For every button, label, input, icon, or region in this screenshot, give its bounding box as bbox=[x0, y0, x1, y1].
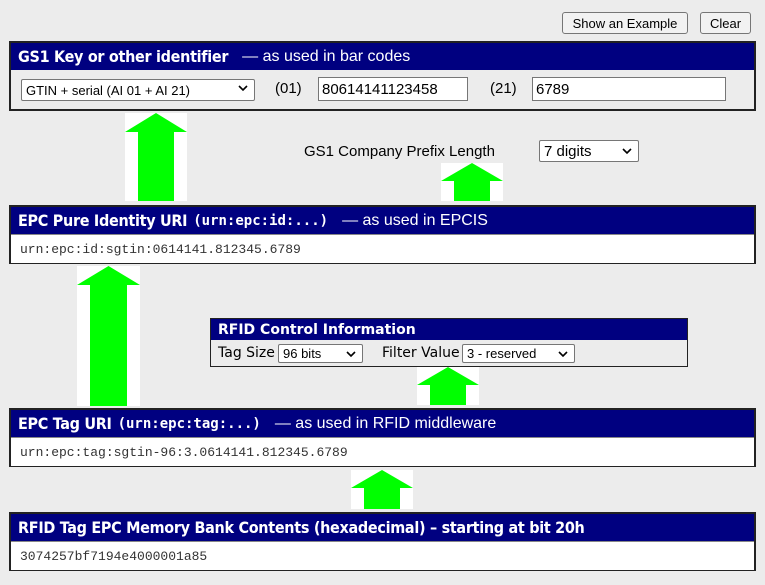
pure-identity-title-mono: (urn:epc:id:...) bbox=[193, 212, 329, 229]
tag-size-selected: 96 bits bbox=[283, 346, 322, 361]
memory-bank-title: RFID Tag EPC Memory Bank Contents (hexad… bbox=[18, 518, 585, 537]
company-prefix-selected: 7 digits bbox=[544, 142, 592, 160]
tag-uri-title: EPC Tag URI bbox=[18, 414, 112, 433]
clear-button[interactable]: Clear bbox=[700, 12, 751, 34]
filter-value-select[interactable]: 3 - reserved bbox=[462, 344, 575, 363]
show-example-button[interactable]: Show an Example bbox=[562, 12, 688, 34]
up-arrow-icon bbox=[77, 266, 140, 406]
chevron-down-icon bbox=[346, 351, 356, 358]
tag-uri-panel: EPC Tag URI (urn:epc:tag:...) — as used … bbox=[9, 408, 756, 467]
key-type-selected: GTIN + serial (AI 01 + AI 21) bbox=[26, 82, 191, 98]
gs1-key-subtitle: — as used in bar codes bbox=[242, 47, 411, 65]
tag-size-label: Tag Size bbox=[218, 345, 275, 361]
tag-uri-subtitle: — as used in RFID middleware bbox=[274, 414, 497, 432]
filter-value-selected: 3 - reserved bbox=[467, 346, 537, 361]
rfid-control-header: RFID Control Information bbox=[211, 319, 687, 340]
serial-input[interactable]: 6789 bbox=[532, 77, 726, 101]
rfid-control-title: RFID Control Information bbox=[218, 321, 416, 338]
up-arrow-icon bbox=[417, 367, 479, 405]
key-type-select[interactable]: GTIN + serial (AI 01 + AI 21) bbox=[21, 79, 255, 101]
company-prefix-select[interactable]: 7 digits bbox=[539, 140, 639, 162]
pure-identity-header: EPC Pure Identity URI (urn:epc:id:...) —… bbox=[11, 207, 754, 234]
company-prefix-label: GS1 Company Prefix Length bbox=[304, 143, 495, 160]
tag-size-select[interactable]: 96 bits bbox=[278, 344, 363, 363]
gs1-key-header: GS1 Key or other identifier — as used in… bbox=[11, 43, 754, 70]
ai-21-label: (21) bbox=[490, 80, 517, 97]
memory-bank-value[interactable]: 3074257bf7194e4000001a85 bbox=[11, 541, 754, 570]
chevron-down-icon bbox=[238, 85, 248, 92]
filter-value-label: Filter Value bbox=[382, 345, 460, 361]
pure-identity-title: EPC Pure Identity URI bbox=[18, 211, 188, 230]
up-arrow-icon bbox=[441, 163, 503, 201]
tag-uri-value[interactable]: urn:epc:tag:sgtin-96:3.0614141.812345.67… bbox=[11, 437, 754, 466]
gs1-key-title: GS1 Key or other identifier bbox=[18, 47, 229, 66]
chevron-down-icon bbox=[558, 351, 568, 358]
memory-bank-panel: RFID Tag EPC Memory Bank Contents (hexad… bbox=[9, 512, 756, 571]
pure-identity-subtitle: — as used in EPCIS bbox=[342, 211, 488, 229]
up-arrow-icon bbox=[125, 113, 187, 201]
chevron-down-icon bbox=[622, 148, 632, 155]
up-arrow-icon bbox=[351, 470, 413, 509]
rfid-control-panel: RFID Control Information bbox=[210, 318, 688, 367]
gtin-input[interactable]: 80614141123458 bbox=[318, 77, 468, 101]
ai-01-label: (01) bbox=[275, 80, 302, 97]
pure-identity-panel: EPC Pure Identity URI (urn:epc:id:...) —… bbox=[9, 205, 756, 264]
pure-identity-value[interactable]: urn:epc:id:sgtin:0614141.812345.6789 bbox=[11, 234, 754, 263]
memory-bank-header: RFID Tag EPC Memory Bank Contents (hexad… bbox=[11, 514, 754, 541]
tag-uri-header: EPC Tag URI (urn:epc:tag:...) — as used … bbox=[11, 410, 754, 437]
tag-uri-title-mono: (urn:epc:tag:...) bbox=[117, 415, 261, 432]
